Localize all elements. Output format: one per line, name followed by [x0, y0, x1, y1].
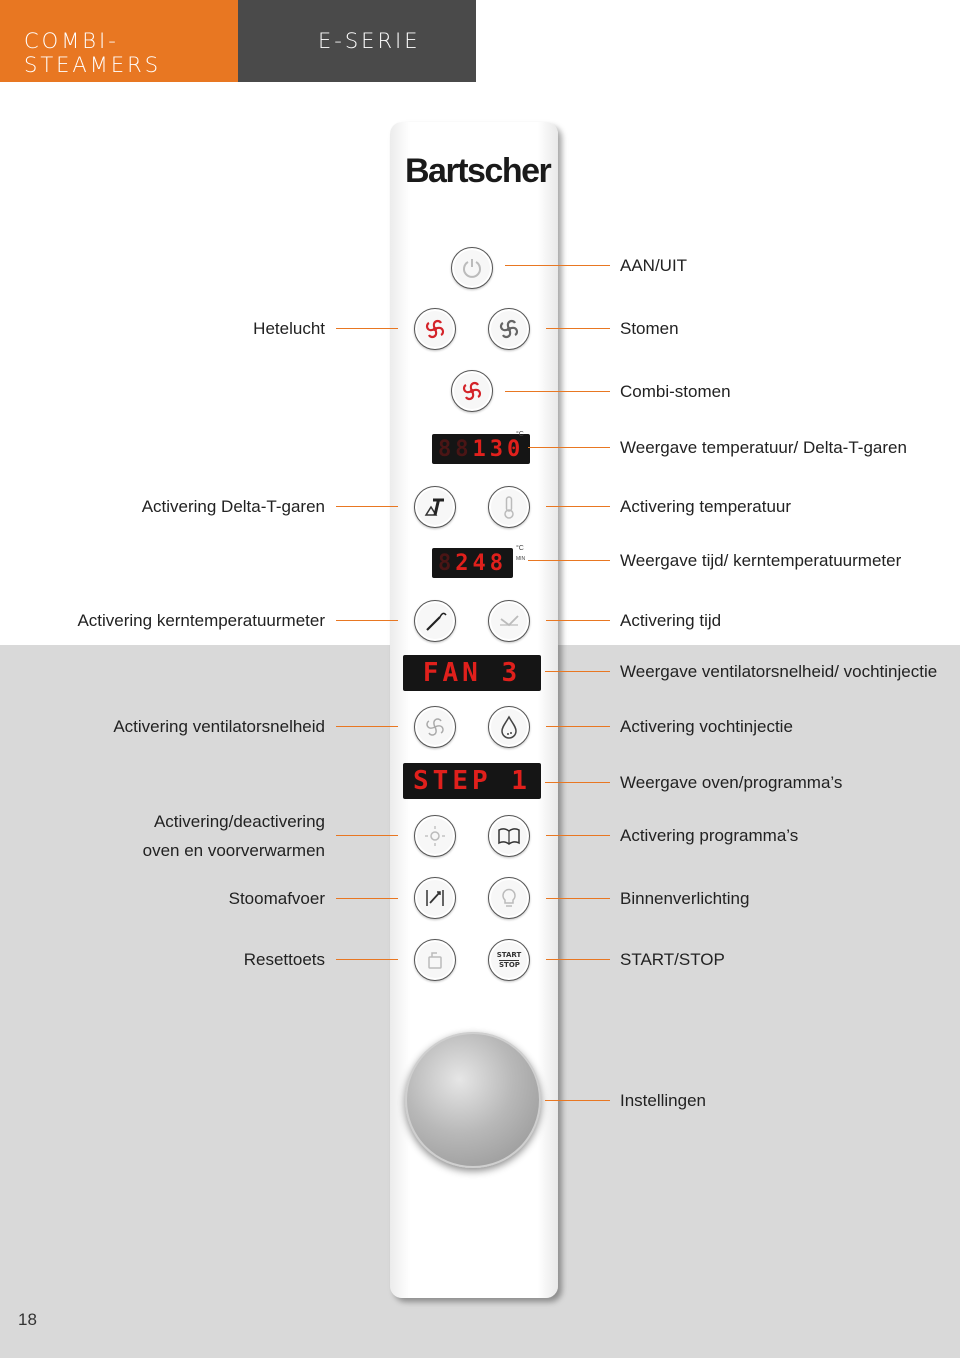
power-icon	[463, 259, 481, 278]
oven-sun-icon	[425, 826, 445, 846]
logo-text: Bartscher	[405, 152, 552, 190]
leader-line	[336, 898, 398, 899]
fan-value: FAN 3	[422, 658, 522, 688]
reset-button[interactable]	[414, 939, 456, 981]
power-button[interactable]	[451, 247, 493, 289]
leader-line	[546, 620, 610, 621]
temperature-button[interactable]	[488, 486, 530, 528]
label-start-stop: START/STOP	[620, 950, 725, 969]
leader-line	[546, 959, 610, 960]
probe-icon	[426, 612, 447, 631]
label-activering-prog: Activering programma’s	[620, 826, 799, 845]
header-tab-label: COMBI-STEAMERS	[24, 29, 162, 77]
label-stoomafvoer: Stoomafvoer	[228, 889, 325, 908]
temperature-value: 130	[472, 436, 525, 462]
hot-air-button[interactable]	[414, 308, 456, 350]
leader-line	[505, 265, 610, 266]
core-temp-probe-button[interactable]	[414, 600, 456, 642]
fan-outline-icon	[426, 718, 444, 736]
label-oven-line1: Activering/deactivering	[153, 812, 325, 831]
bartscher-logo: Bartscher	[405, 152, 552, 191]
time-unit: °C	[516, 545, 524, 552]
leader-line	[546, 835, 610, 836]
leader-line	[546, 328, 610, 329]
oven-preheat-button[interactable]	[414, 815, 456, 857]
leader-line	[546, 898, 610, 899]
fan-display: FAN 3	[403, 655, 541, 691]
label-oven-line2: oven en voorverwarmen	[142, 841, 325, 860]
label-weergave-vent: Weergave ventilatorsnelheid/ vochtinject…	[620, 662, 938, 681]
fan-speed-button[interactable]	[414, 706, 456, 748]
leader-line	[336, 835, 398, 836]
combi-steam-button[interactable]	[451, 370, 493, 412]
interior-light-button[interactable]	[488, 877, 530, 919]
label-aan-uit: AAN/UIT	[620, 256, 688, 275]
leader-line	[546, 726, 610, 727]
label-kerntemp: Activering kerntemperatuurmeter	[77, 611, 325, 630]
settings-knob[interactable]	[405, 1032, 541, 1168]
step-value: STEP 1	[413, 766, 531, 796]
fan-red-icon	[425, 319, 445, 339]
leader-line	[545, 782, 610, 783]
label-binnenverlichting: Binnenverlichting	[620, 889, 750, 908]
label-delta-t: Activering Delta-T-garen	[141, 497, 325, 516]
label-reset: Resettoets	[243, 950, 325, 969]
delta-t-icon	[424, 498, 444, 516]
leader-line	[546, 506, 610, 507]
leader-line	[336, 328, 398, 329]
label-activering-vocht: Activering vochtinjectie	[620, 717, 793, 736]
label-instellingen: Instellingen	[620, 1091, 707, 1110]
programs-button[interactable]	[488, 815, 530, 857]
temperature-unit: °C	[516, 431, 524, 438]
display-dim-digits: 88	[438, 436, 473, 462]
label-activering-tijd: Activering tijd	[620, 611, 722, 630]
label-ventilator: Activering ventilatorsnelheid	[113, 717, 325, 736]
header-tab-combi-steamers: COMBI-STEAMERS	[0, 0, 238, 82]
leader-line	[336, 726, 398, 727]
fan-red-icon	[462, 381, 482, 401]
book-icon	[498, 828, 520, 845]
timer-icon	[500, 615, 519, 627]
label-activering-temp: Activering temperatuur	[620, 497, 792, 516]
label-stomen: Stomen	[620, 319, 679, 338]
label-weergave-temp: Weergave temperatuur/ Delta-T-garen	[620, 438, 907, 457]
moisture-injection-button[interactable]	[488, 706, 530, 748]
lightbulb-icon	[502, 888, 516, 907]
steam-exhaust-icon	[426, 890, 444, 906]
display-dim-digits: 8	[438, 550, 456, 576]
leader-line	[528, 560, 610, 561]
fan-gray-icon	[499, 319, 519, 339]
time-unit-min: MIN	[516, 556, 526, 562]
label-hetelucht: Hetelucht	[253, 319, 325, 338]
steam-button[interactable]	[488, 308, 530, 350]
thermometer-icon	[504, 496, 514, 519]
label-weergave-tijd: Weergave tijd/ kerntemperatuurmeter	[620, 551, 902, 570]
stop-label: STOP	[499, 959, 520, 969]
start-stop-button[interactable]: START STOP	[488, 939, 530, 981]
label-combi-stomen: Combi-stomen	[620, 382, 731, 401]
page-number: 18	[18, 1310, 37, 1329]
leader-line	[545, 1100, 610, 1101]
header-tab-e-serie: E-SERIE	[238, 0, 476, 82]
step-display: STEP 1	[403, 763, 541, 799]
leader-line	[545, 671, 610, 672]
water-drop-icon	[501, 715, 517, 739]
reset-icon	[428, 952, 442, 969]
leader-line	[336, 959, 398, 960]
time-button[interactable]	[488, 600, 530, 642]
start-label: START	[496, 950, 522, 959]
steam-exhaust-button[interactable]	[414, 877, 456, 919]
leader-line	[528, 447, 610, 448]
leader-line	[336, 620, 398, 621]
leader-line	[505, 391, 610, 392]
delta-t-button[interactable]	[414, 486, 456, 528]
time-value: 248	[455, 550, 507, 576]
leader-line	[336, 506, 398, 507]
label-weergave-oven: Weergave oven/programma’s	[620, 773, 843, 792]
header-tab-label: E-SERIE	[318, 29, 421, 53]
